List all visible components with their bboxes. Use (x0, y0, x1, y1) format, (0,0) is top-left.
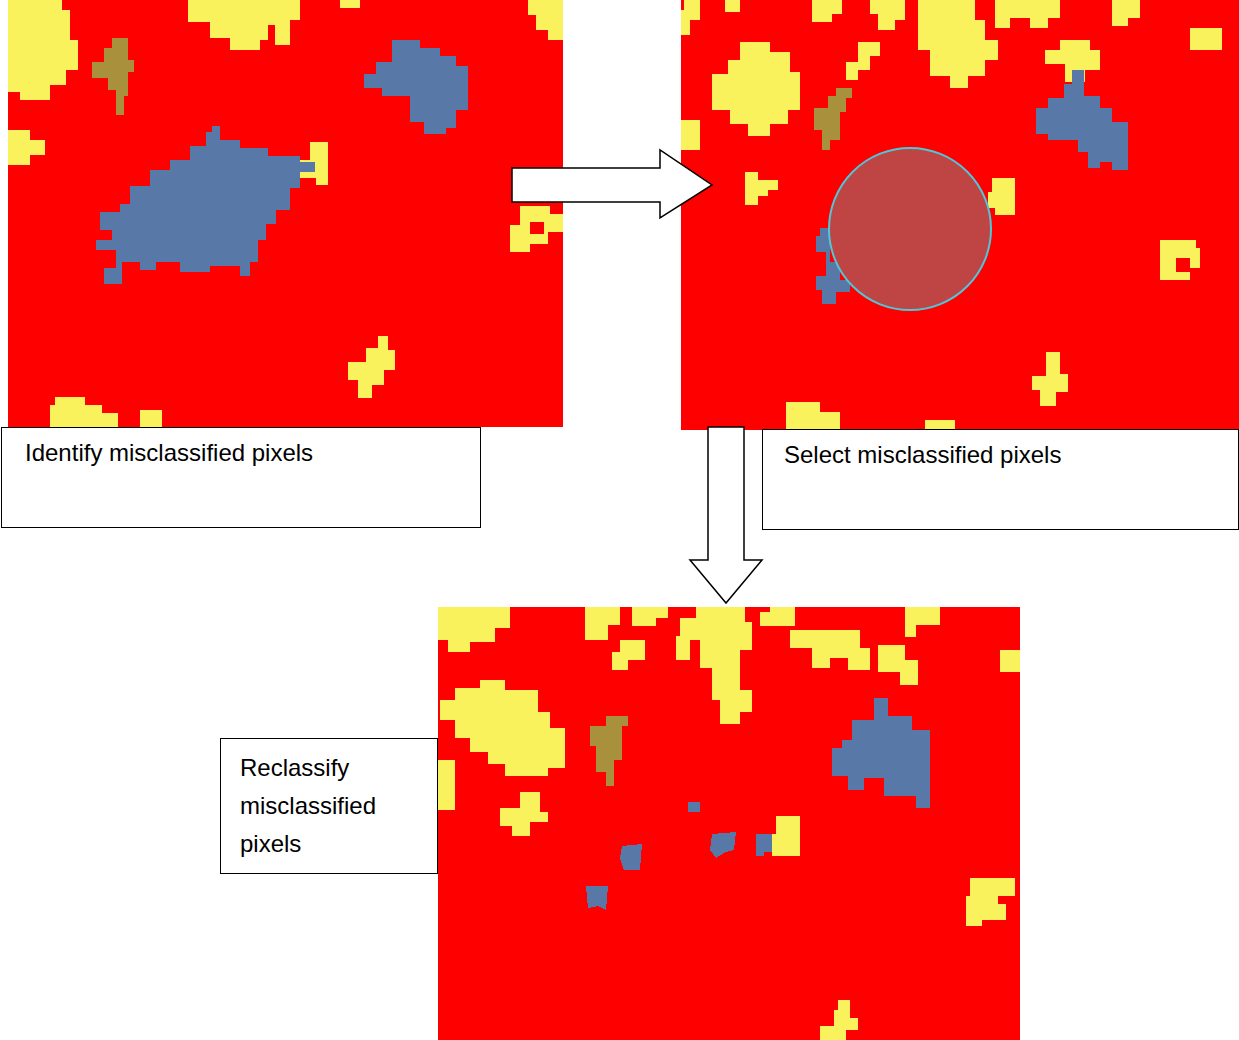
class-patch (812, 0, 842, 22)
class-patch (966, 878, 1015, 926)
class-patch (710, 832, 736, 858)
class-patch (1000, 650, 1020, 672)
class-patch (870, 0, 905, 30)
class-patch (688, 802, 700, 812)
class-patch (140, 410, 162, 427)
step-label: Identify misclassified pixels (25, 434, 460, 472)
class-patch (188, 0, 300, 50)
classified-map (681, 0, 1239, 430)
class-patch (878, 645, 918, 685)
class-patch (50, 397, 118, 427)
class-patch (786, 402, 840, 430)
class-patch (438, 607, 1020, 1040)
step-label-box: Identify misclassified pixels (1, 427, 481, 528)
class-patch (988, 178, 1015, 215)
class-patch (500, 792, 548, 836)
class-patch (96, 126, 315, 284)
class-patch (832, 698, 930, 808)
class-patch (510, 206, 563, 252)
class-patch (438, 760, 455, 810)
step-label-box: Reclassify misclassified pixels (220, 738, 438, 874)
class-patch (340, 0, 360, 8)
class-patch (925, 420, 955, 430)
class-patch (92, 38, 134, 115)
classified-map (438, 607, 1020, 1040)
block-arrow (512, 150, 712, 218)
class-patch (772, 816, 800, 856)
selection-circle (829, 148, 991, 310)
class-patch (586, 698, 930, 910)
class-patch (1112, 0, 1140, 26)
class-patch (1032, 352, 1068, 406)
class-patch (620, 844, 642, 870)
class-patch (590, 716, 628, 786)
class-patch (1190, 28, 1222, 50)
map-ground (438, 607, 1020, 1040)
class-patch (820, 1000, 858, 1040)
class-patch (438, 607, 510, 652)
step-label-box: Select misclassified pixels (762, 429, 1239, 530)
class-patch (585, 607, 620, 640)
class-patch (676, 618, 696, 660)
classified-map (8, 0, 563, 427)
class-patch (681, 120, 700, 150)
class-patch (632, 607, 668, 626)
step-label: Reclassify misclassified pixels (240, 749, 425, 863)
class-patch (918, 0, 998, 88)
class-patch (905, 607, 940, 637)
class-patch (995, 0, 1060, 28)
class-patch (681, 0, 1222, 430)
class-patch (348, 336, 395, 398)
map-ground (530, 222, 544, 234)
class-patch (1036, 70, 1128, 170)
step-label: Select misclassified pixels (784, 436, 1218, 474)
class-patch (612, 640, 645, 670)
class-patch (1160, 240, 1200, 280)
class-patch (440, 680, 565, 776)
block-arrow (690, 427, 762, 603)
class-patch (846, 42, 880, 80)
class-patch (756, 834, 772, 856)
class-patch (696, 607, 752, 724)
class-patch (790, 630, 870, 670)
class-patch (8, 0, 563, 427)
map-ground (8, 0, 563, 427)
class-patch (8, 130, 45, 165)
class-patch (364, 40, 468, 134)
class-patch (528, 0, 563, 40)
class-patch (96, 40, 468, 284)
map-ground (681, 0, 1239, 430)
class-patch (586, 886, 608, 910)
class-patch (725, 0, 740, 12)
class-patch (814, 88, 852, 150)
class-patch (760, 607, 795, 626)
class-patch (712, 42, 800, 136)
class-patch (681, 0, 700, 35)
class-patch (745, 172, 778, 205)
class-patch (8, 0, 78, 100)
